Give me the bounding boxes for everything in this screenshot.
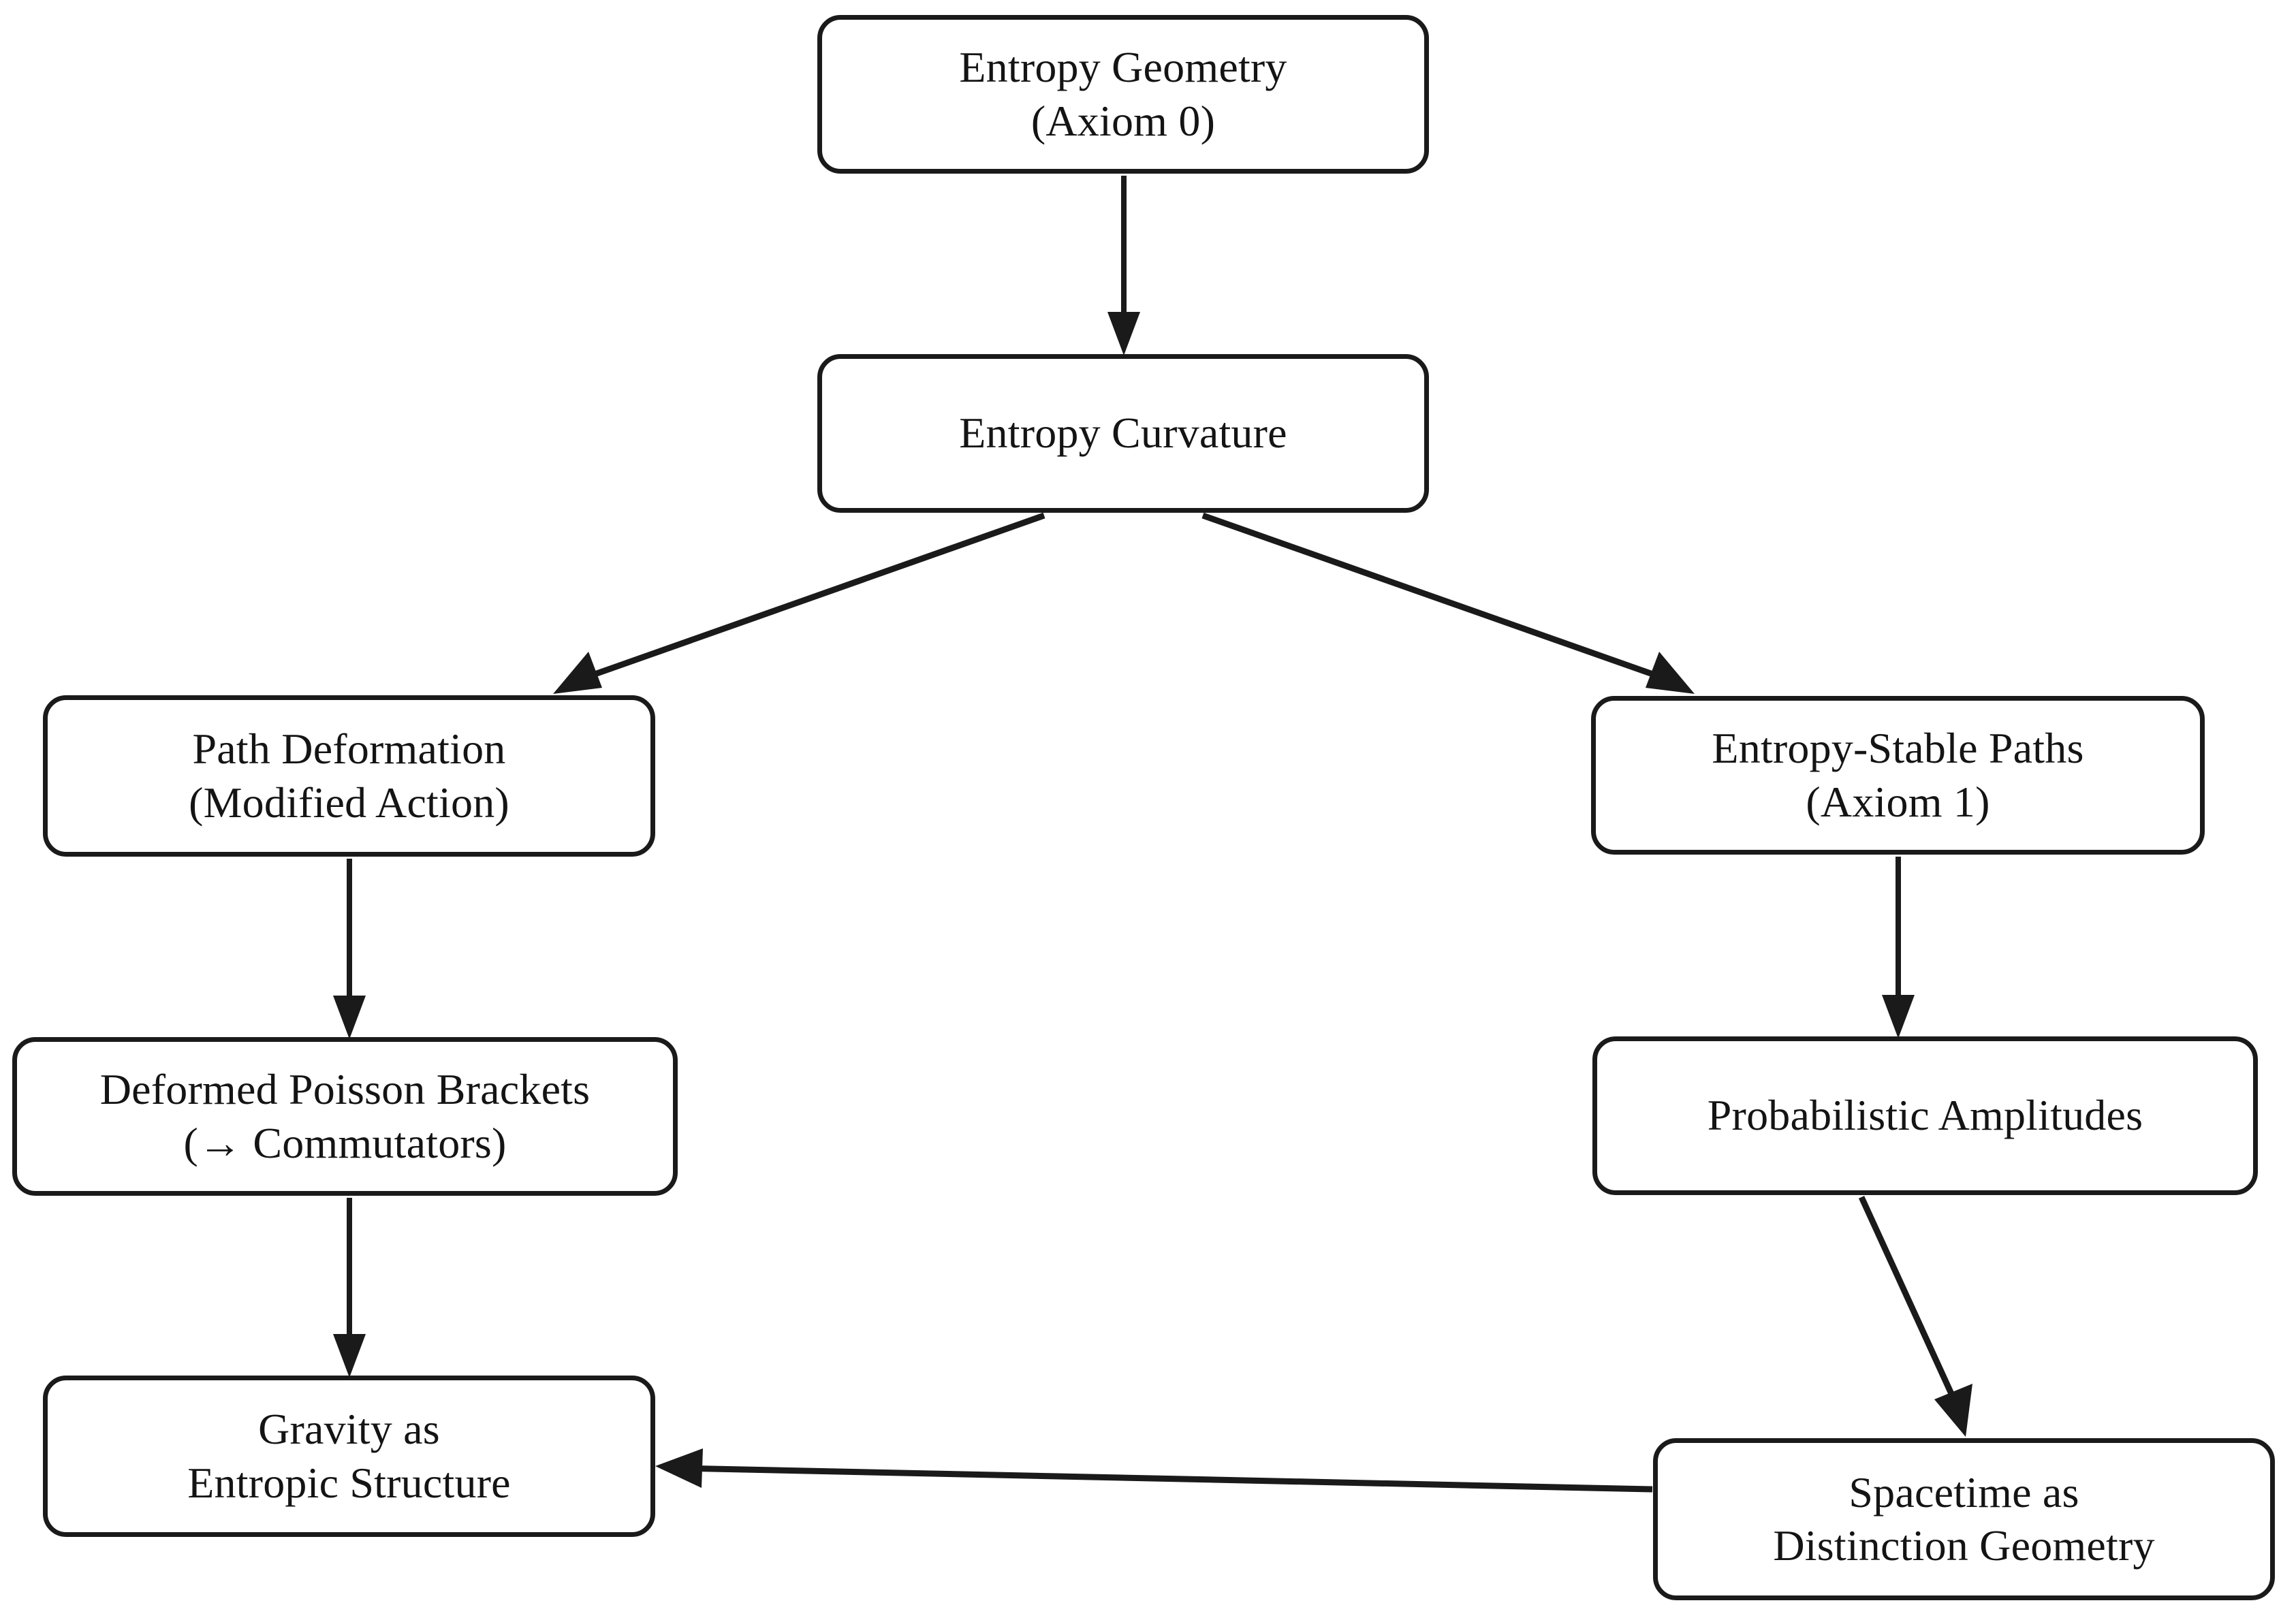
node-entropy-geometry[interactable]: Entropy Geometry (Axiom 0) (817, 15, 1429, 174)
node-spacetime-distinction-geometry-label: Spacetime as Distinction Geometry (1773, 1467, 2155, 1570)
node-entropy-geometry-label: Entropy Geometry (Axiom 0) (959, 43, 1287, 145)
node-deformed-poisson-brackets[interactable]: Deformed Poisson Brackets (→ Commutators… (12, 1037, 678, 1196)
node-deformed-poisson-brackets-label: Deformed Poisson Brackets (→ Commutators… (99, 1065, 591, 1167)
edge-spacetime-to-gravity (655, 1448, 1653, 1493)
node-entropy-stable-paths-label: Entropy-Stable Paths (Axiom 1) (1712, 724, 2084, 826)
edge-poisson-to-gravity (333, 1198, 366, 1378)
edge-curvature-to-entropy-stable (1201, 512, 1695, 694)
node-gravity-entropic-structure[interactable]: Gravity as Entropic Structure (43, 1376, 655, 1537)
edge-geometry-to-curvature (1107, 176, 1140, 355)
edge-path-deformation-to-poisson (333, 859, 366, 1039)
node-path-deformation-label: Path Deformation (Modified Action) (189, 725, 509, 827)
node-path-deformation[interactable]: Path Deformation (Modified Action) (43, 695, 655, 857)
node-entropy-curvature-label: Entropy Curvature (959, 409, 1287, 458)
edge-entropy-stable-to-amplitudes (1882, 857, 1915, 1038)
node-entropy-stable-paths[interactable]: Entropy-Stable Paths (Axiom 1) (1591, 696, 2205, 855)
edge-curvature-to-path-deformation (553, 512, 1045, 694)
node-spacetime-distinction-geometry[interactable]: Spacetime as Distinction Geometry (1653, 1438, 2275, 1600)
node-probabilistic-amplitudes-label: Probabilistic Amplitudes (1707, 1091, 2143, 1140)
node-gravity-entropic-structure-label: Gravity as Entropic Structure (187, 1405, 511, 1507)
node-probabilistic-amplitudes[interactable]: Probabilistic Amplitudes (1592, 1036, 2258, 1195)
node-entropy-curvature[interactable]: Entropy Curvature (817, 354, 1429, 513)
edge-amplitudes-to-spacetime (1858, 1196, 1972, 1437)
